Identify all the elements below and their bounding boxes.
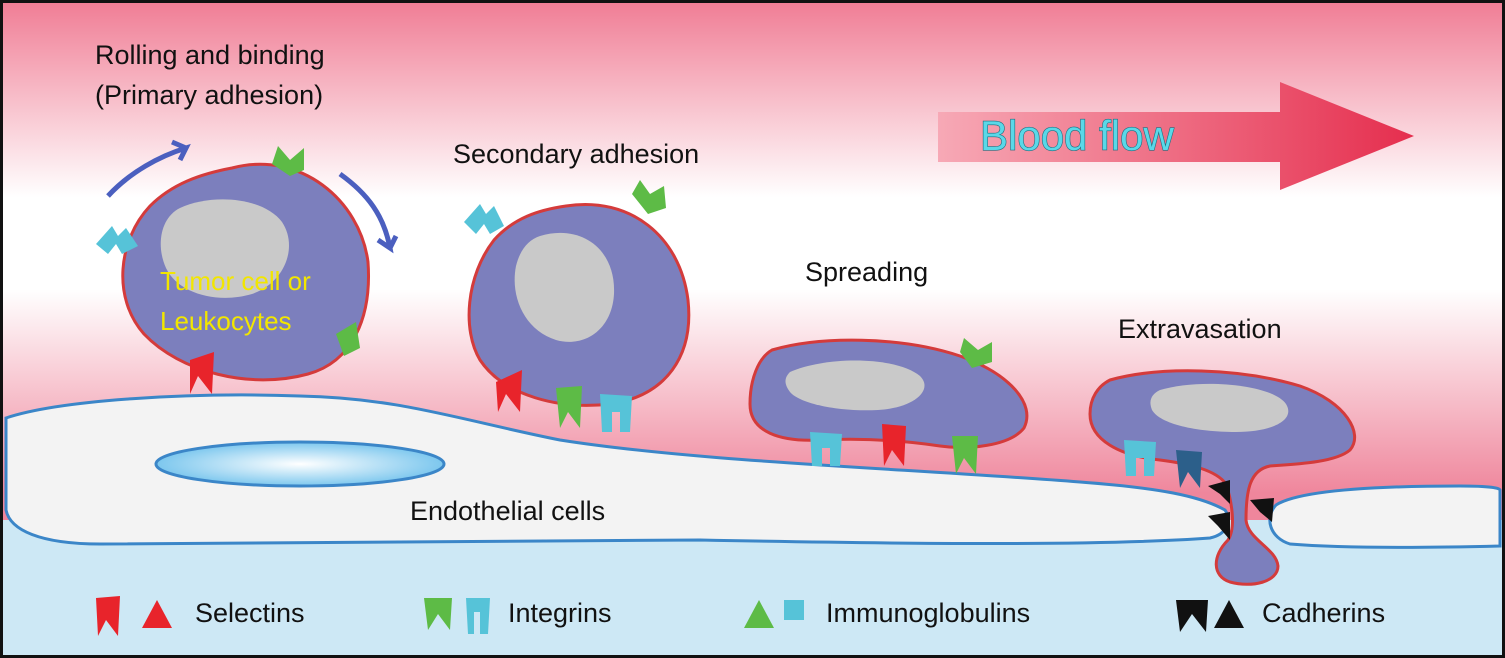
spreading-cell <box>748 338 1029 474</box>
stage-label-spreading: Spreading <box>805 257 928 287</box>
immunoglobulin-triangle-icon <box>744 600 774 628</box>
cadherin-icon <box>1176 600 1208 632</box>
nucleus <box>514 232 615 342</box>
integrin-cyan-icon <box>466 598 490 634</box>
legend-selectins-label: Selectins <box>195 598 305 628</box>
legend-integrins-label: Integrins <box>508 598 612 628</box>
nucleus <box>1150 383 1289 432</box>
legend-integrins: Integrins <box>424 598 612 634</box>
legend-immunoglobulins-label: Immunoglobulins <box>826 598 1030 628</box>
rotation-arrow-left-icon <box>106 139 191 198</box>
integrin-receptor-icon <box>952 436 978 474</box>
legend-immunoglobulins: Immunoglobulins <box>744 598 1030 628</box>
stage-label-extravasation: Extravasation <box>1118 314 1282 344</box>
stage-label-secondary: Secondary adhesion <box>453 139 699 169</box>
integrin-receptor-icon <box>1124 440 1156 476</box>
legend-selectins: Selectins <box>96 596 305 636</box>
blood-flow-label: Blood flow <box>980 112 1174 159</box>
selectin-icon <box>96 596 120 636</box>
endothelial-nucleus <box>154 440 446 488</box>
cell-label-line1: Tumor cell or <box>160 266 311 296</box>
endothelial-label: Endothelial cells <box>410 496 605 526</box>
legend-cadherins-label: Cadherins <box>1262 598 1385 628</box>
secondary-adhesion-cell <box>464 180 691 432</box>
rolling-cell <box>96 139 399 394</box>
integrin-green-icon <box>424 598 452 630</box>
selectin-receptor-icon <box>882 424 906 466</box>
cadherin-junction-icon <box>1208 512 1230 540</box>
stage-label-rolling-line2: (Primary adhesion) <box>95 80 323 110</box>
selectin-receptor-icon <box>190 352 214 394</box>
endothelial-cell-left <box>4 393 1230 546</box>
selectin-triangle-icon <box>142 600 172 628</box>
cadherin-receptor-icon <box>1176 450 1202 488</box>
extravasating-cell <box>1088 369 1356 586</box>
integrin-receptor-icon <box>556 386 582 428</box>
rotation-arrow-right-icon <box>338 171 399 254</box>
nucleus <box>785 360 925 411</box>
immunoglobulin-receptor-icon <box>464 204 504 234</box>
cell-label-line2: Leukocytes <box>160 306 292 336</box>
cadherin-junction-icon <box>1250 498 1274 522</box>
integrin-receptor-icon <box>960 338 992 368</box>
legend-cadherins: Cadherins <box>1176 598 1385 632</box>
immunoglobulin-receptor-icon <box>96 226 138 254</box>
integrin-receptor-icon <box>272 146 304 176</box>
nucleus <box>160 199 290 298</box>
legend: Selectins Integrins Immunoglobulins Cadh… <box>96 596 1385 636</box>
stage-label-rolling-line1: Rolling and binding <box>95 40 325 70</box>
selectin-receptor-icon <box>496 370 522 412</box>
blood-flow-arrow <box>938 82 1414 190</box>
cadherin-junction-icon <box>1208 480 1230 504</box>
integrin-receptor-icon <box>600 394 632 432</box>
immunoglobulin-square-icon <box>784 600 804 620</box>
integrin-receptor-icon <box>632 180 666 214</box>
cadherin-triangle-icon <box>1214 600 1244 628</box>
integrin-receptor-icon <box>810 432 842 466</box>
endothelial-cell-right <box>1268 484 1502 549</box>
integrin-receptor-icon <box>336 322 360 356</box>
